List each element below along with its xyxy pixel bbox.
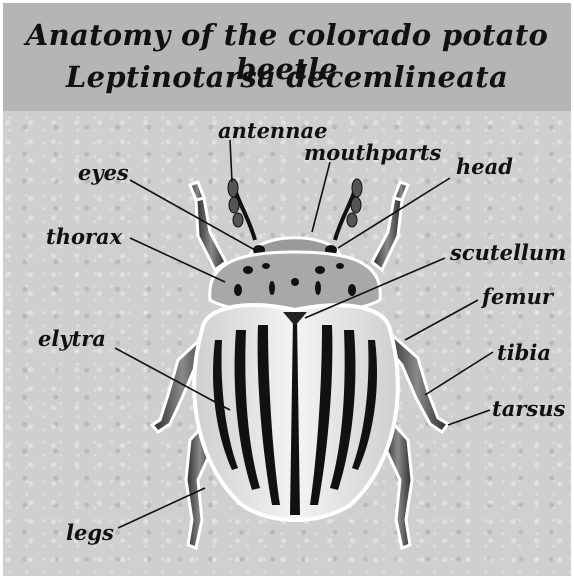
label-scutellum: scutellum — [450, 240, 566, 265]
beetle-thorax — [210, 252, 381, 314]
label-thorax: thorax — [46, 224, 122, 249]
label-head: head — [456, 154, 513, 179]
beetle-antennae — [228, 179, 362, 240]
label-legs: legs — [66, 520, 114, 545]
beetle-elytra — [194, 305, 398, 520]
label-mouthparts: mouthparts — [304, 140, 441, 165]
label-tarsus: tarsus — [492, 396, 565, 421]
label-tibia: tibia — [497, 340, 551, 365]
label-femur: femur — [482, 284, 553, 309]
label-eyes: eyes — [78, 160, 129, 185]
label-elytra: elytra — [38, 326, 106, 351]
